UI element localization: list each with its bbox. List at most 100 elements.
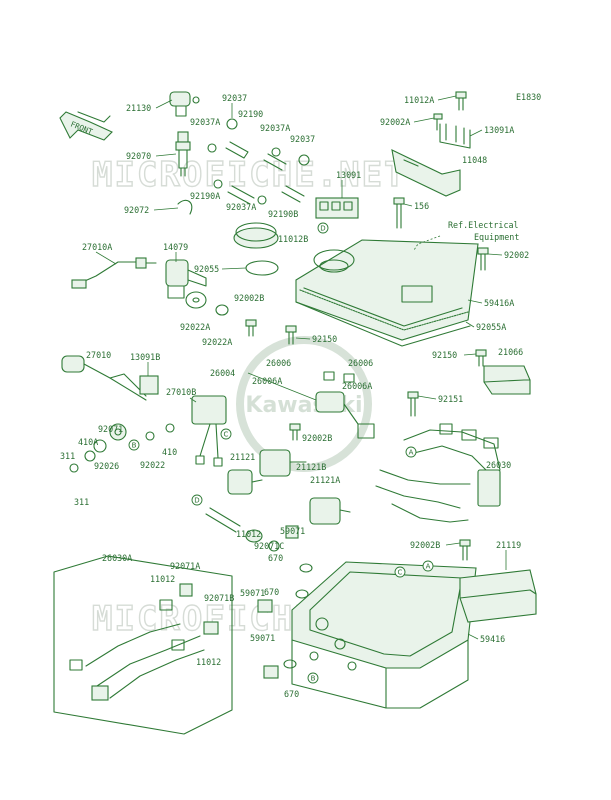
bolt-92002B-lower (459, 539, 471, 561)
part-label: 311 (60, 451, 75, 461)
part-label: 59071 (240, 588, 265, 598)
part-label: 92037A (260, 123, 290, 133)
svg-text:C: C (224, 431, 229, 439)
fittings-59071 (257, 525, 313, 679)
connector-block-13091 (315, 197, 359, 219)
part-label: 92002B (410, 540, 440, 550)
hoses-92190 (207, 118, 310, 205)
bolt-92150-right (475, 349, 487, 367)
part-label: 59071 (250, 633, 275, 643)
part-label: 27010B (166, 387, 196, 397)
o-ring-92055 (245, 260, 279, 276)
relay-26004 (315, 371, 375, 439)
part-label: 92037 (290, 134, 315, 144)
part-label: 92002B (234, 293, 264, 303)
callout-B-1: B (128, 439, 140, 451)
svg-text:A: A (409, 449, 414, 457)
spark-plug-cap-21130 (169, 91, 200, 117)
screw-92002B-left (245, 319, 257, 337)
small-parts-left (69, 423, 175, 473)
part-label: 670 (284, 689, 299, 699)
cap-11012B (233, 222, 279, 249)
inset-box-26030A (53, 555, 233, 735)
svg-text:D: D (194, 497, 199, 505)
part-label: 59416A (484, 298, 514, 308)
wire-harness-26030 (375, 423, 501, 523)
part-label: 13091B (130, 352, 160, 362)
svg-text:B: B (132, 442, 137, 450)
part-labels: 21130 92037 92190 92037A 92037A 92037 92… (60, 93, 529, 699)
callout-C-1: C (220, 428, 232, 440)
part-label: 92071 (98, 424, 123, 434)
callout-B-2: B (307, 672, 319, 684)
part-label: 92055 (194, 264, 219, 274)
part-label: 92002 (504, 250, 529, 260)
svg-text:C: C (398, 569, 403, 577)
part-label: 311 (74, 497, 89, 507)
part-label: 92037 (222, 93, 247, 103)
bar-11012 (205, 507, 263, 543)
part-label: 11012B (278, 234, 308, 244)
part-label: 13091 (336, 170, 361, 180)
front-arrow-icon: FRONT (59, 111, 113, 141)
part-label: 59416 (480, 634, 505, 644)
part-label: 26006A (252, 376, 282, 386)
washer-92022A (185, 291, 229, 316)
part-label: 92022 (140, 460, 165, 470)
part-label: 21119 (496, 540, 521, 550)
diagram-code: E1830 (516, 92, 541, 102)
callout-D-2: D (191, 494, 203, 506)
screw-92002A (433, 113, 443, 131)
part-label: 11012A (404, 95, 434, 105)
module-21119 (459, 569, 537, 623)
part-label: 92002A (380, 117, 410, 127)
part-label: 92055A (476, 322, 506, 332)
bolt-92150 (285, 325, 297, 345)
part-label: 92190A (190, 191, 220, 201)
part-label: 92071B (204, 593, 234, 603)
watermark-logo-ring (236, 336, 372, 472)
part-label: 670 (268, 553, 283, 563)
part-label: 92037A (190, 117, 220, 127)
part-label: 92026 (94, 461, 119, 471)
svg-text:A: A (426, 563, 431, 571)
part-label: 59071 (280, 526, 305, 536)
bracket-13091A (439, 123, 471, 149)
callout-C-2: C (394, 566, 406, 578)
part-label: 11012 (236, 529, 261, 539)
bolt-156 (393, 197, 405, 229)
part-label: 92190B (268, 209, 298, 219)
part-label: 92150 (432, 350, 457, 360)
part-label: 13091A (484, 125, 514, 135)
part-label: 26006 (348, 358, 373, 368)
part-label: 11012 (150, 574, 175, 584)
part-label: 14079 (163, 242, 188, 252)
sensor-27010 (61, 355, 147, 401)
part-label: 26004 (210, 368, 235, 378)
part-label: 21121B (296, 462, 326, 472)
connector-13091B (139, 375, 159, 395)
callout-D-1: D (317, 222, 329, 234)
bracket-11048 (391, 149, 461, 197)
gasket-92055A (295, 289, 471, 347)
part-label: 92072 (124, 205, 149, 215)
part-label: 92071C (254, 541, 284, 551)
electrical-box-cover-59416A (295, 239, 479, 341)
ref-electrical-leader (413, 235, 441, 251)
bolt-92002 (477, 247, 489, 271)
part-label: 410 (162, 447, 177, 457)
part-label: 92151 (438, 394, 463, 404)
part-label: 26030 (486, 460, 511, 470)
electrical-case-59416 (291, 561, 477, 709)
part-label: 92070 (126, 151, 151, 161)
ignition-coil-21121 (227, 449, 351, 525)
part-label: 92022A (202, 337, 232, 347)
part-label: 92002B (302, 433, 332, 443)
part-label: 92037A (226, 202, 256, 212)
part-label: 26006 (266, 358, 291, 368)
svg-text:B: B (311, 675, 316, 683)
part-label: 92022A (180, 322, 210, 332)
part-label: 670 (264, 587, 279, 597)
